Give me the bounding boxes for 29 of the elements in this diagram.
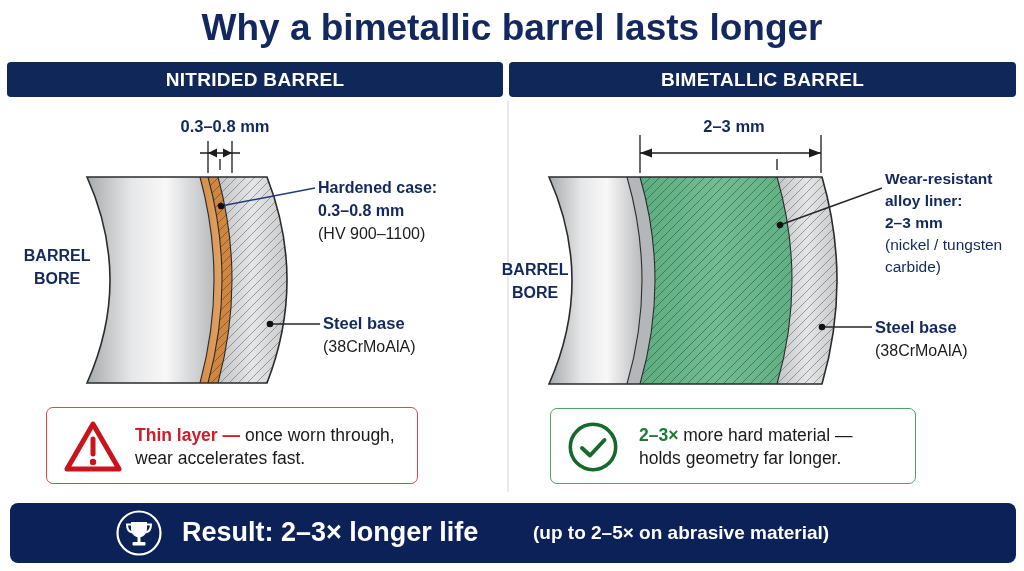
steel-base-layer [777, 177, 837, 384]
result-note: (up to 2–5× on abrasive material) [533, 521, 830, 545]
callout-value: 0.3–0.8 mm [318, 201, 405, 221]
diagram-title: Why a bimetallic barrel lasts longer [201, 7, 823, 50]
section-header: NITRIDED BARREL [7, 62, 503, 97]
callout-text: 2–3× more hard material — holds geometry far longer. [639, 424, 854, 470]
callout-note: (38CrMoAlA) [875, 341, 968, 361]
callout-value: 2–3 mm [885, 213, 943, 233]
dimension-label: 2–3 mm [703, 116, 765, 137]
callout-note: (HV 900–1100) [318, 224, 426, 244]
leader-line [776, 187, 883, 229]
result-headline: Result: 2–3× longer life [182, 516, 479, 550]
leader-line [266, 320, 321, 328]
result-banner [10, 503, 1016, 563]
part-label: BARREL BORE [23, 246, 91, 289]
part-label: BARREL BORE [501, 260, 569, 303]
callout-title: Wear-resistant alloy liner: [885, 169, 994, 211]
callout-text: Thin layer — once worn through, wear accelerates fast. [135, 424, 396, 470]
section-header: BIMETALLIC BARREL [509, 62, 1016, 97]
warning-callout [46, 407, 418, 484]
callout-note: (nickel / tungsten carbide) [885, 235, 1004, 277]
callout-title: Hardened case: [318, 178, 438, 198]
callout-title: Steel base [875, 317, 957, 338]
leader-line [217, 187, 316, 210]
dimension-label: 0.3–0.8 mm [180, 116, 270, 137]
success-callout [550, 408, 916, 484]
callout-title: Steel base [323, 313, 405, 334]
callout-note: (38CrMoAlA) [323, 337, 416, 357]
leader-line [818, 323, 873, 331]
